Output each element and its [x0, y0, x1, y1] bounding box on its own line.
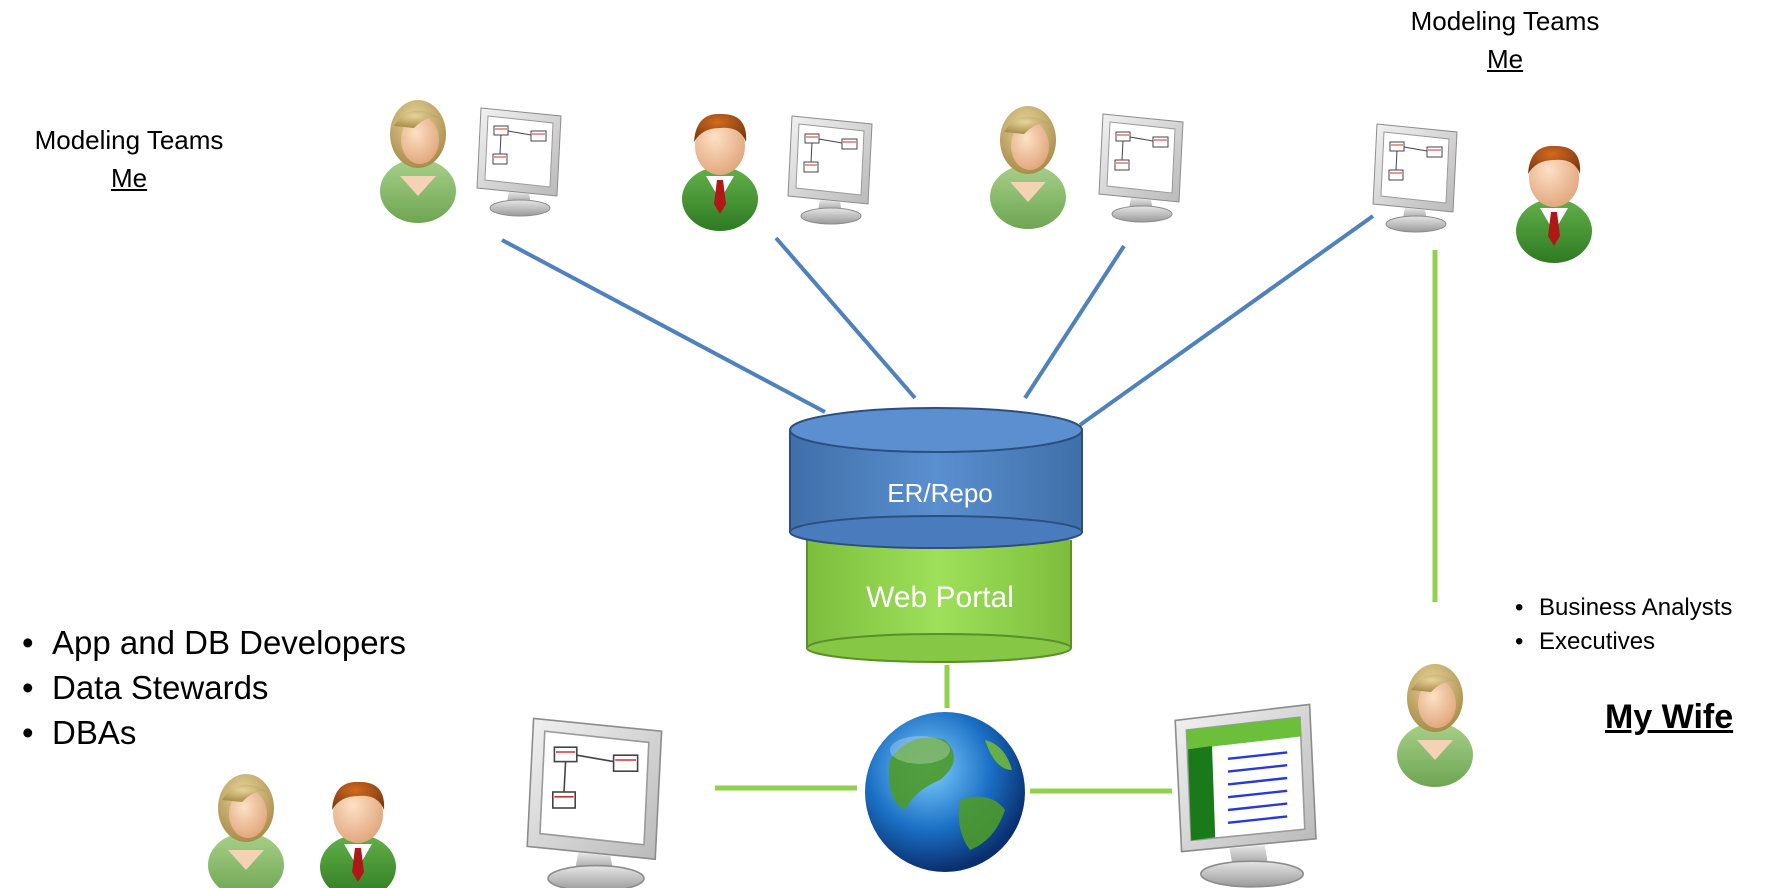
monitor-er-diagram-icon: [1098, 113, 1184, 223]
business-roles-list: Business Analysts Executives: [1515, 591, 1732, 659]
my-wife-label: My Wife: [1605, 698, 1734, 736]
developer-roles-list: App and DB Developers Data Stewards DBAs: [22, 620, 406, 755]
monitor-report-icon: [1173, 703, 1318, 888]
modeling-teams-label-right: Modeling Teams Me: [1370, 2, 1640, 78]
web-portal-label: Web Portal: [866, 581, 1014, 614]
male-user-icon: [320, 781, 396, 888]
male-user-icon: [682, 113, 758, 231]
female-user-icon: [990, 106, 1066, 229]
monitor-er-diagram-icon: [787, 115, 873, 225]
monitor-er-diagram-icon: [1372, 123, 1458, 233]
female-user-icon: [1397, 664, 1473, 787]
globe-icon: [865, 712, 1025, 872]
me-label: Me: [110, 163, 148, 193]
list-item: DBAs: [22, 710, 406, 755]
er-repo-cylinder: [789, 407, 1083, 549]
web-portal-cylinder: [806, 540, 1072, 663]
list-item: Executives: [1515, 625, 1732, 659]
list-item: App and DB Developers: [22, 620, 406, 665]
green-connectors: [715, 250, 1438, 794]
female-user-icon: [208, 774, 284, 888]
list-item: Business Analysts: [1515, 591, 1732, 625]
blue-connectors: [501, 214, 1375, 427]
er-repo-label: ER/Repo: [887, 478, 993, 508]
monitor-er-diagram-icon: [476, 107, 562, 217]
me-label: Me: [1486, 44, 1524, 74]
female-user-icon: [380, 100, 456, 223]
monitor-er-diagram-icon: [526, 717, 663, 888]
modeling-teams-title: Modeling Teams: [1410, 6, 1600, 36]
male-user-icon: [1516, 145, 1592, 263]
modeling-teams-title: Modeling Teams: [34, 125, 224, 155]
modeling-teams-label-left: Modeling Teams Me: [0, 121, 258, 197]
list-item: Data Stewards: [22, 665, 406, 710]
